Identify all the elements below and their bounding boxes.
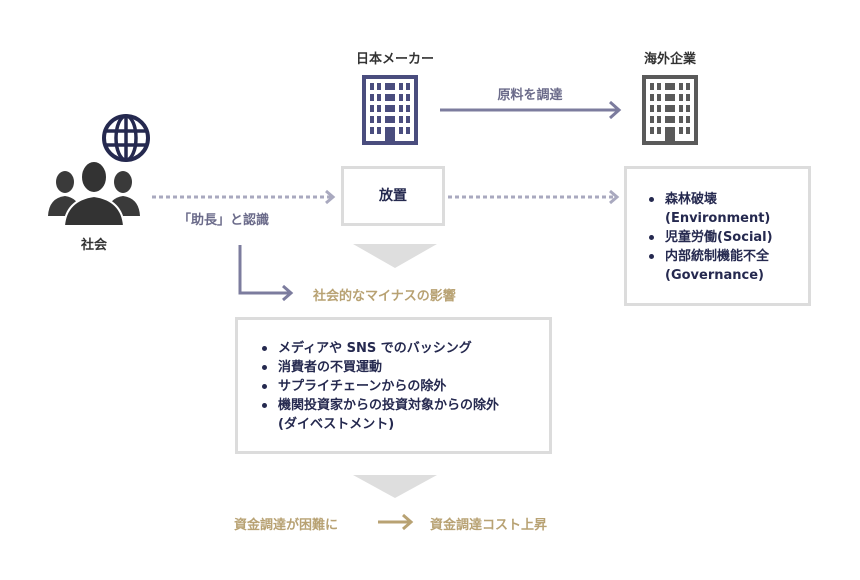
outcome-right-label: 資金調達コスト上昇 xyxy=(430,518,548,533)
issue-item: 森林破壊(Environment) xyxy=(647,190,808,228)
outcome-left-label: 資金調達が困難に xyxy=(234,518,339,533)
procurement-label: 原料を調達 xyxy=(497,88,563,103)
japan-maker-building-icon xyxy=(362,75,418,145)
down-triangle-1 xyxy=(353,244,437,268)
social-negative-label: 社会的なマイナスの影響 xyxy=(313,289,456,304)
impacts-box: メディアや SNS でのバッシング 消費者の不買運動 サプライチェーンからの除外… xyxy=(235,317,552,454)
recognition-label: 「助長」と認識 xyxy=(178,213,270,228)
society-node: 社会 xyxy=(46,112,156,253)
social-impact-elbow-arrow xyxy=(238,245,294,302)
outcome-arrow xyxy=(378,513,414,531)
globe-icon xyxy=(102,114,150,162)
issue-item: 児童労働(Social) xyxy=(647,228,808,247)
neglect-dashed-arrow xyxy=(448,189,620,205)
recognition-dashed-arrow xyxy=(152,189,336,205)
society-label: 社会 xyxy=(80,238,107,253)
impact-item: メディアや SNS でのバッシング xyxy=(260,339,549,358)
procurement-arrow xyxy=(440,100,622,120)
impacts-list: メディアや SNS でのバッシング 消費者の不買運動 サプライチェーンからの除外… xyxy=(260,339,549,434)
impact-item: 機関投資家からの投資対象からの除外(ダイベストメント) xyxy=(260,396,549,434)
foreign-issues-box: 森林破壊(Environment) 児童労働(Social) 内部統制機能不全(… xyxy=(624,166,811,306)
impact-item: 消費者の不買運動 xyxy=(260,358,549,377)
people-group-icon xyxy=(48,160,140,226)
foreign-company-building-icon xyxy=(642,75,698,145)
neglect-label: 放置 xyxy=(379,188,407,204)
down-triangle-2 xyxy=(353,475,437,498)
foreign-company-label: 海外企業 xyxy=(643,52,696,67)
foreign-issues-list: 森林破壊(Environment) 児童労働(Social) 内部統制機能不全(… xyxy=(647,190,808,285)
japan-maker-label: 日本メーカー xyxy=(355,52,434,67)
issue-item: 内部統制機能不全(Governance) xyxy=(647,247,808,285)
impact-item: サプライチェーンからの除外 xyxy=(260,377,549,396)
neglect-box: 放置 xyxy=(341,166,445,226)
